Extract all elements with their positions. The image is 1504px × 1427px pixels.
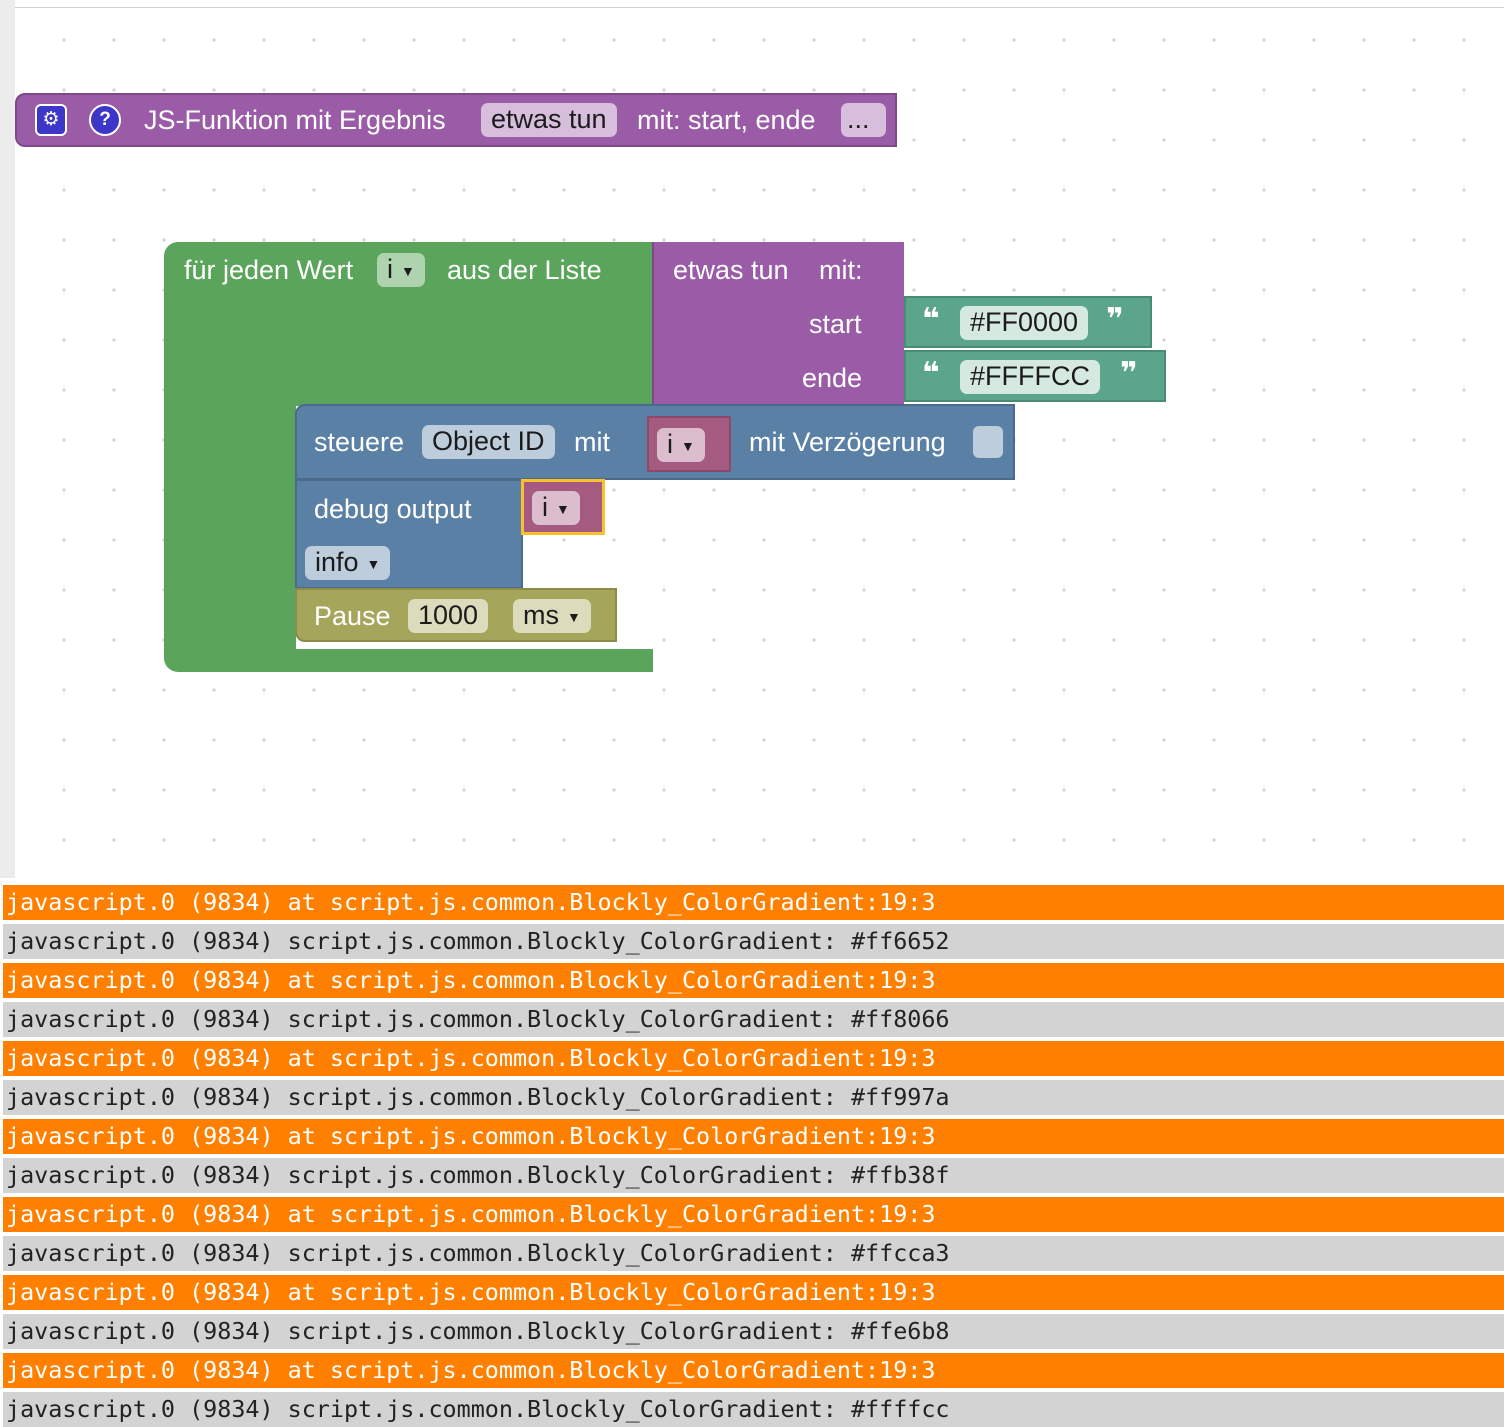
log-row-info: javascript.0 (9834) script.js.common.Blo…	[3, 1002, 1504, 1037]
control-label: steuere	[314, 427, 405, 457]
foreach-block-arm	[164, 405, 296, 650]
debug-label: debug output	[314, 494, 472, 524]
debug-output-block[interactable]: debug output info ▼	[295, 479, 523, 589]
call-param-ende-label: ende	[802, 363, 863, 393]
variable-dropdown[interactable]: i▼	[657, 428, 705, 462]
workspace-left-scrollbar[interactable]	[0, 0, 15, 878]
dropdown-arrow-icon: ▼	[366, 555, 381, 572]
procedure-name-field[interactable]: etwas tun	[481, 103, 617, 137]
foreach-list-label: aus der Liste	[447, 255, 602, 285]
variable-block-debug[interactable]: i▼	[521, 479, 605, 535]
variable-dropdown[interactable]: i▼	[532, 491, 580, 525]
quote-open-icon: ❝	[922, 303, 940, 336]
procedure-call-block[interactable]: etwas tun mit: start ende	[652, 242, 904, 406]
log-row-info: javascript.0 (9834) script.js.common.Blo…	[3, 924, 1504, 959]
call-with-label: mit:	[819, 255, 863, 285]
procedure-definition-block[interactable]: ⚙ ? JS-Funktion mit Ergebnis etwas tun m…	[15, 93, 897, 147]
log-row-info: javascript.0 (9834) script.js.common.Blo…	[3, 1080, 1504, 1115]
dropdown-arrow-icon: ▼	[401, 262, 415, 279]
log-level-dropdown[interactable]: info ▼	[305, 546, 391, 580]
quote-close-icon: ❞	[1120, 357, 1138, 390]
procedure-title: JS-Funktion mit Ergebnis	[144, 105, 446, 135]
log-level-value: info	[315, 547, 359, 577]
dropdown-arrow-icon: ▼	[681, 437, 695, 454]
pause-unit-value: ms	[523, 600, 559, 630]
question-icon[interactable]: ?	[89, 104, 121, 136]
log-row-info: javascript.0 (9834) script.js.common.Blo…	[3, 1158, 1504, 1193]
text-field-ende[interactable]: #FFFFCC	[960, 360, 1100, 394]
foreach-variable-value: i	[387, 254, 393, 284]
log-row-warning: javascript.0 (9834) at script.js.common.…	[3, 1275, 1504, 1310]
log-row-warning: javascript.0 (9834) at script.js.common.…	[3, 1197, 1504, 1232]
log-panel: javascript.0 (9834) at script.js.common.…	[0, 878, 1504, 1427]
log-row-info: javascript.0 (9834) script.js.common.Blo…	[3, 1314, 1504, 1349]
dropdown-arrow-icon: ▼	[556, 500, 570, 517]
call-param-start-label: start	[809, 309, 862, 339]
dropdown-arrow-icon: ▼	[567, 608, 581, 625]
pause-unit-dropdown[interactable]: ms ▼	[513, 599, 591, 633]
foreach-block-bottom	[164, 649, 653, 672]
text-field-start[interactable]: #FF0000	[960, 306, 1089, 340]
control-with-label: mit	[574, 427, 610, 457]
pause-block[interactable]: Pause 1000 ms ▼	[295, 588, 617, 642]
variable-value: i	[667, 429, 673, 459]
foreach-label: für jeden Wert	[184, 255, 354, 285]
quote-close-icon: ❞	[1106, 303, 1124, 336]
pause-label: Pause	[314, 601, 391, 631]
blockly-workspace[interactable]: ⚙ ? JS-Funktion mit Ergebnis etwas tun m…	[0, 0, 1504, 878]
variable-value: i	[542, 492, 548, 522]
workspace-top-border	[0, 7, 1504, 8]
delay-label: mit Verzögerung	[749, 427, 946, 457]
procedure-params-label: mit: start, ende	[637, 105, 816, 135]
log-row-warning: javascript.0 (9834) at script.js.common.…	[3, 1119, 1504, 1154]
foreach-variable-dropdown[interactable]: i▼	[377, 253, 425, 287]
text-block-ende[interactable]: ❝ #FFFFCC ❞	[904, 350, 1166, 402]
control-state-block[interactable]: steuere Object ID mit i▼ mit Verzögerung	[295, 404, 1015, 480]
log-row-warning: javascript.0 (9834) at script.js.common.…	[3, 963, 1504, 998]
text-block-start[interactable]: ❝ #FF0000 ❞	[904, 296, 1152, 348]
pause-value-field[interactable]: 1000	[408, 599, 489, 633]
object-id-field[interactable]: Object ID	[422, 425, 555, 459]
log-row-warning: javascript.0 (9834) at script.js.common.…	[3, 1041, 1504, 1076]
foreach-block[interactable]: für jeden Wert i▼ aus der Liste mache	[164, 242, 654, 445]
delay-checkbox[interactable]	[973, 426, 1003, 458]
log-row-warning: javascript.0 (9834) at script.js.common.…	[3, 885, 1504, 920]
call-name-label: etwas tun	[673, 255, 789, 285]
gear-icon[interactable]: ⚙	[35, 104, 67, 136]
log-row-warning: javascript.0 (9834) at script.js.common.…	[3, 1353, 1504, 1388]
procedure-more-button[interactable]: ...	[841, 103, 886, 137]
log-row-info: javascript.0 (9834) script.js.common.Blo…	[3, 1392, 1504, 1427]
variable-block-control[interactable]: i▼	[647, 416, 731, 472]
quote-open-icon: ❝	[922, 357, 940, 390]
log-row-info: javascript.0 (9834) script.js.common.Blo…	[3, 1236, 1504, 1271]
